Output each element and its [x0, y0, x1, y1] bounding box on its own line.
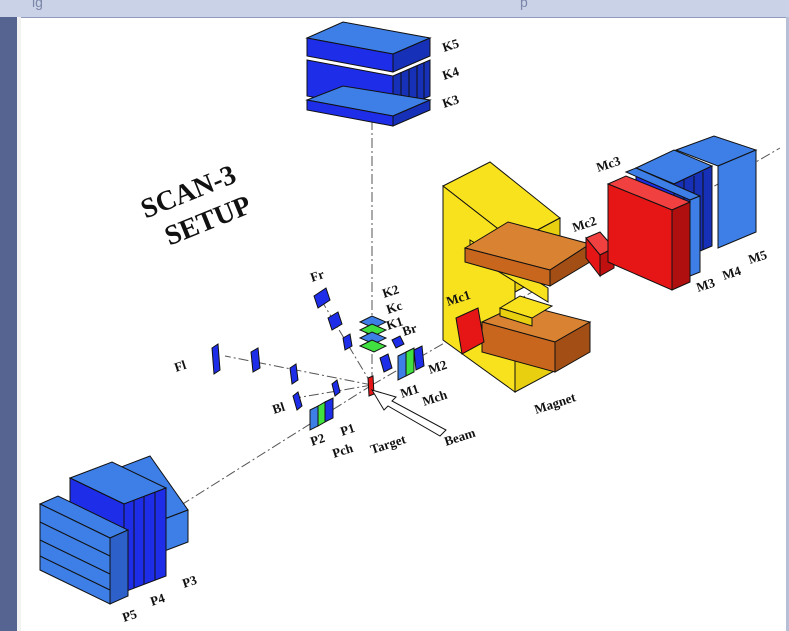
p1-p2-chambers: [309, 397, 334, 431]
top-header-bar: ig p: [0, 0, 789, 18]
fl-plane-3: [289, 363, 299, 385]
target: [367, 375, 375, 397]
label-fl: Fl: [172, 357, 188, 375]
label-p4: P4: [148, 590, 167, 609]
bl-plane-1: [292, 391, 303, 411]
fr-plane-1: [313, 287, 331, 309]
fr-plane-3: [342, 333, 353, 351]
label-kc: Kc: [384, 298, 404, 317]
fr-plane-2: [327, 311, 343, 331]
label-mc2: Mc2: [570, 213, 598, 235]
fl-plane-1: [211, 343, 221, 375]
label-k1: K1: [384, 313, 404, 332]
left-sidebar-strip: [0, 17, 17, 631]
p-detector-stack: [38, 455, 189, 605]
label-br: Br: [400, 320, 419, 339]
label-pch: Pch: [330, 440, 355, 461]
m1-m2-chambers: [397, 345, 425, 381]
label-k4: K4: [440, 63, 461, 83]
mch-plane: [379, 353, 393, 373]
right-border-strip: [786, 17, 789, 631]
label-m5: M5: [746, 247, 769, 267]
label-k5: K5: [440, 35, 461, 55]
kc-small-stack: [358, 315, 388, 353]
lower-left-axis-line: [169, 384, 373, 513]
label-p2: P2: [308, 430, 326, 449]
label-k3: K3: [440, 91, 461, 111]
label-mch: Mch: [420, 387, 449, 409]
label-p3: P3: [180, 572, 199, 591]
label-p1: P1: [338, 420, 356, 439]
label-target: Target: [368, 431, 408, 457]
label-p5: P5: [120, 606, 139, 625]
left-gap-strip: [17, 17, 21, 631]
m-detector-stack: [606, 135, 758, 291]
br-plane: [391, 335, 405, 349]
fl-plane-2: [250, 347, 261, 373]
label-mc3: Mc3: [594, 153, 622, 175]
magnet: [442, 161, 592, 393]
small-planes: [211, 287, 405, 411]
header-partial-text-left: ig: [32, 0, 43, 10]
label-k2: K2: [380, 281, 400, 300]
beam-arrow: [370, 389, 447, 437]
label-m4: M4: [720, 263, 743, 283]
label-mc1: Mc1: [444, 287, 472, 309]
bl-plane-2: [331, 379, 341, 397]
label-m1: M1: [398, 381, 420, 401]
label-fr: Fr: [308, 266, 326, 285]
label-beam: Beam: [442, 425, 477, 449]
label-magnet: Magnet: [532, 389, 578, 417]
mc1-chamber: [455, 307, 485, 355]
fl-axis-line: [224, 355, 373, 386]
label-bl: Bl: [270, 399, 287, 417]
k-detector-stack: [305, 21, 432, 127]
title-group: SCAN-3 SETUP: [137, 159, 256, 252]
header-partial-text-right: p: [520, 0, 528, 10]
label-m3: M3: [694, 275, 717, 295]
label-m2: M2: [426, 357, 448, 377]
